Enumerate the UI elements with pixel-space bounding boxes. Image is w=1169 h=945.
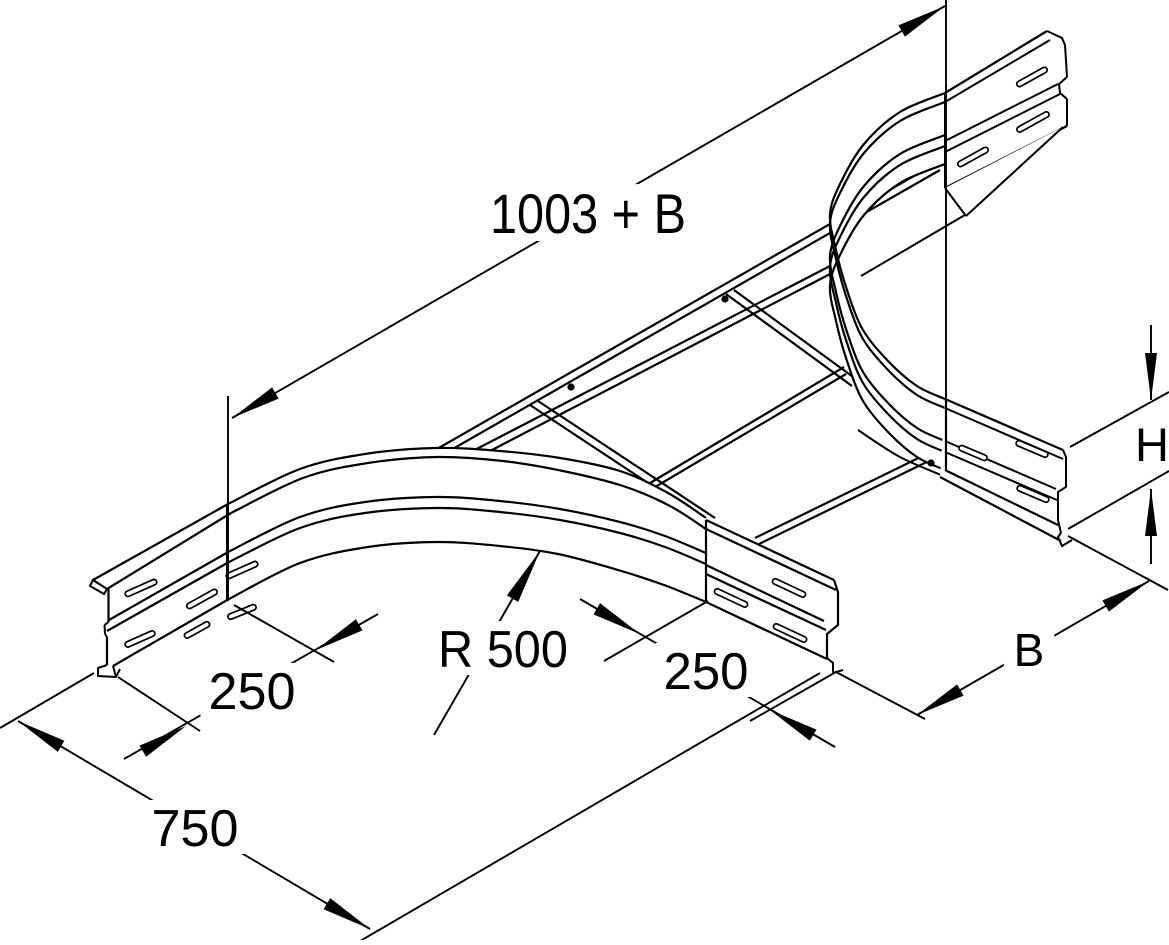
svg-text:1003 + B: 1003 + B bbox=[490, 182, 686, 245]
svg-text:250: 250 bbox=[664, 643, 749, 701]
svg-text:H: H bbox=[1135, 418, 1169, 471]
svg-text:R 500: R 500 bbox=[438, 621, 568, 679]
svg-text:B: B bbox=[1014, 624, 1045, 676]
svg-text:250: 250 bbox=[209, 663, 296, 721]
svg-text:750: 750 bbox=[152, 800, 239, 858]
